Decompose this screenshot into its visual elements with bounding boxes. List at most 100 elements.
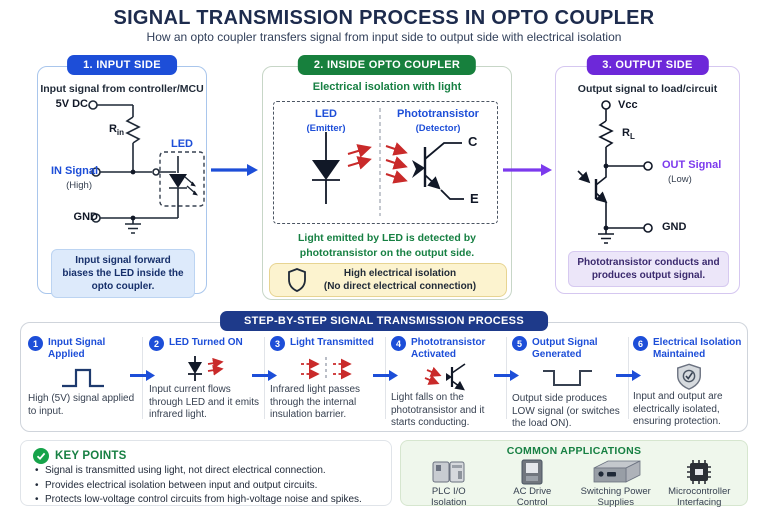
key-point-item: Signal is transmitted using light, not d… [33, 464, 379, 479]
step-2-desc: Input current flows through LED and it e… [149, 384, 260, 420]
coupler-led-sublabel: (Emitter) [306, 123, 346, 134]
application-label: Switching Power Supplies [580, 486, 651, 508]
step-2: 2 LED Turned ON Input current flows thro… [149, 335, 261, 427]
phototransistor-active-icon [424, 363, 466, 391]
output-signal-state: (Low) [668, 174, 692, 185]
opto-coupler-header: 2. INSIDE OPTO COUPLER [297, 55, 477, 75]
step-1: 1 Input Signal Applied High (5V) signal … [28, 335, 140, 427]
step-5-title: Output Signal Generated [532, 337, 598, 360]
step-4-number: 4 [391, 336, 406, 351]
input-to-coupler-arrow [211, 164, 258, 176]
output-side-header: 3. OUTPUT SIDE [586, 55, 709, 75]
page-title: SIGNAL TRANSMISSION PROCESS IN OPTO COUP… [113, 7, 655, 29]
input-signal-state: (High) [66, 180, 92, 191]
application-label: Microcontroller Interfacing [668, 486, 731, 508]
common-applications-card: COMMON APPLICATIONS PLC I/O Isolation [400, 440, 748, 508]
output-side-panel: 3. OUTPUT SIDE Output signal to load/cir… [555, 55, 740, 294]
application-item: Switching Power Supplies [574, 459, 658, 508]
step-divider [385, 337, 386, 419]
collector-terminal-label: C [468, 134, 478, 149]
input-led-label: LED [171, 138, 193, 150]
step-4-desc: Light falls on the phototransistor and i… [391, 392, 485, 428]
application-label: AC Drive Control [513, 486, 552, 508]
input-signal-label: IN Signal [50, 165, 98, 177]
step-arrow [494, 370, 519, 381]
step-1-title: Input Signal Applied [48, 337, 106, 360]
step-6-number: 6 [633, 336, 648, 351]
step-divider [628, 337, 629, 419]
plc-icon [432, 461, 465, 483]
key-point-item: Protects low-voltage control circuits fr… [33, 493, 379, 508]
step-4: 4 Phototransistor Activated Light [391, 335, 503, 428]
input-resistor-label: Rin [108, 123, 124, 138]
step-2-number: 2 [149, 336, 164, 351]
application-item: PLC I/O Isolation [407, 459, 491, 508]
application-item: AC Drive Control [491, 459, 575, 508]
opto-coupler-panel: 2. INSIDE OPTO COUPLER Electrical isolat… [262, 55, 512, 300]
pulse-low-icon [543, 369, 592, 386]
step-1-desc: High (5V) signal applied to input. [28, 393, 135, 417]
coupler-internal-schematic [312, 108, 464, 216]
coupler-pt-label: Phototransistor [397, 108, 479, 120]
pulse-high-icon [62, 368, 104, 387]
isolation-banner-text: High electrical isolation (No direct ele… [323, 268, 477, 292]
light-transmitted-icon [301, 356, 352, 381]
input-vcc-label: 5V DC [55, 98, 88, 110]
isolation-banner: High electrical isolation (No direct ele… [269, 263, 507, 297]
step-divider [506, 337, 507, 419]
coupler-pt-sublabel: (Detector) [415, 123, 461, 134]
output-gnd-label: GND [662, 221, 687, 233]
emitter-terminal-label: E [470, 191, 479, 206]
coupler-led-label: LED [315, 108, 337, 120]
input-side-caption: Input signal from controller/MCU [40, 83, 204, 95]
step-4-title: Phototransistor Activated [411, 337, 486, 360]
input-circuit-schematic [88, 100, 205, 234]
check-circle-icon [33, 448, 49, 464]
opto-coupler-caption: Electrical isolation with light [312, 81, 462, 93]
microcontroller-icon [687, 460, 712, 484]
isolation-barrier-box: LED (Emitter) Phototransistor (Detector)… [273, 101, 498, 224]
step-6-title: Electrical Isolation Maintained [653, 337, 742, 360]
step-3: 3 Light Transmitted Infrared light passe… [270, 335, 382, 427]
step-band-header: STEP-BY-STEP SIGNAL TRANSMISSION PROCESS [220, 311, 548, 331]
page-subtitle: How an opto coupler transfers signal fro… [146, 30, 622, 44]
step-3-desc: Infrared light passes through the intern… [270, 384, 361, 420]
step-arrow [130, 370, 155, 381]
step-6-desc: Input and output are electrically isolat… [633, 391, 723, 427]
step-divider [142, 337, 143, 419]
key-points-header: KEY POINTS [55, 450, 127, 462]
step-1-number: 1 [28, 336, 43, 351]
shield-check-icon [677, 363, 701, 390]
coupler-note: Light emitted by LED is detected by phot… [298, 232, 476, 259]
ac-drive-icon [521, 459, 543, 485]
input-note: Input signal forward biases the LED insi… [51, 249, 195, 298]
led-on-icon [188, 355, 224, 381]
coupler-to-output-arrow [503, 164, 552, 176]
step-3-number: 3 [270, 336, 285, 351]
step-5: 5 Output Signal Generated Output side pr… [512, 335, 624, 429]
step-2-title: LED Turned ON [169, 337, 243, 348]
step-3-title: Light Transmitted [290, 337, 374, 348]
output-note: Phototransistor conducts and produces ou… [568, 251, 729, 287]
output-circuit-schematic [577, 100, 653, 244]
output-resistor-label: RL [622, 127, 635, 142]
applications-header: COMMON APPLICATIONS [506, 445, 642, 457]
input-side-header: 1. INPUT SIDE [67, 55, 177, 75]
output-side-caption: Output signal to load/circuit [577, 83, 718, 95]
step-arrow [616, 370, 641, 381]
step-divider [264, 337, 265, 419]
input-side-panel: 1. INPUT SIDE Input signal from controll… [37, 55, 207, 298]
key-points-card: KEY POINTS Signal is transmitted using l… [20, 440, 392, 508]
step-5-number: 5 [512, 336, 527, 351]
step-6: 6 Electrical Isolation Maintained Input … [633, 335, 745, 427]
shield-icon [288, 268, 306, 292]
step-arrow [373, 370, 398, 381]
step-5-desc: Output side produces LOW signal (or swit… [512, 393, 620, 429]
step-by-step-band: STEP-BY-STEP SIGNAL TRANSMISSION PROCESS… [20, 311, 748, 432]
input-gnd-label: GND [73, 211, 98, 223]
output-vcc-label: Vcc [618, 99, 638, 111]
application-label: PLC I/O Isolation [431, 486, 467, 508]
output-signal-label: OUT Signal [662, 159, 722, 171]
step-arrow [252, 370, 277, 381]
